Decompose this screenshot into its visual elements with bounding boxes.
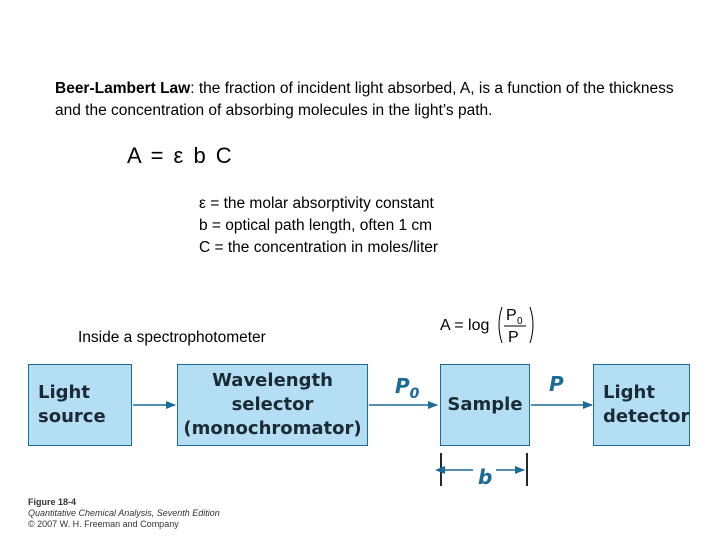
p0-subscript: 0 [409,386,420,402]
formula-graphic: A = log P 0 P [440,306,534,346]
formula-lhs: A = log [440,317,489,334]
wavelength-selector-block: Wavelength selector (monochromator) [177,364,368,446]
formula-denominator: P [508,329,519,346]
light-detector-line2: detector [603,406,690,427]
b-label: b [478,465,493,489]
definitions-list: ε = the molar absorptivity constant b = … [199,193,438,259]
formula-numerator-sub: 0 [517,316,523,327]
formula-left-paren [498,306,503,344]
beer-lambert-description: Beer-Lambert Law: the fraction of incide… [55,78,695,122]
definition-b: b = optical path length, often 1 cm [199,217,433,234]
definition-c: C = the concentration in moles/liter [199,239,439,256]
beer-lambert-title: Beer-Lambert Law [55,80,191,97]
selector-line2: selector [231,394,314,415]
copyright: © 2007 W. H. Freeman and Company [28,519,179,529]
light-detector-line1: Light [603,382,655,403]
sample-label: Sample [447,394,523,415]
figure-caption: Figure 18-4 Quantitative Chemical Analys… [28,497,220,530]
absorbance-formula: A = log P 0 P [440,300,540,350]
light-detector-block: Light detector [593,364,690,446]
p0-label: P0 [395,374,419,402]
figure-number: Figure 18-4 [28,497,77,507]
definition-epsilon: ε = the molar absorptivity constant [199,195,434,212]
light-source-line2: source [38,406,106,427]
light-source-line1: Light [38,382,90,403]
formula-right-paren [529,306,534,344]
selector-line1: Wavelength [212,370,333,391]
inside-spectrophotometer-label: Inside a spectrophotometer [78,329,266,346]
light-source-block: Light source [28,364,132,446]
p-label: P [549,372,564,396]
sample-block: Sample [440,364,530,446]
selector-line3: (monochromator) [183,418,362,439]
formula-numerator: P [506,307,517,324]
p0-main: P [395,374,410,398]
beer-lambert-equation: A = ε b C [127,143,234,168]
book-title: Quantitative Chemical Analysis, Seventh … [28,508,220,518]
beer-lambert-text: : the fraction of incident light absorbe… [55,80,674,119]
